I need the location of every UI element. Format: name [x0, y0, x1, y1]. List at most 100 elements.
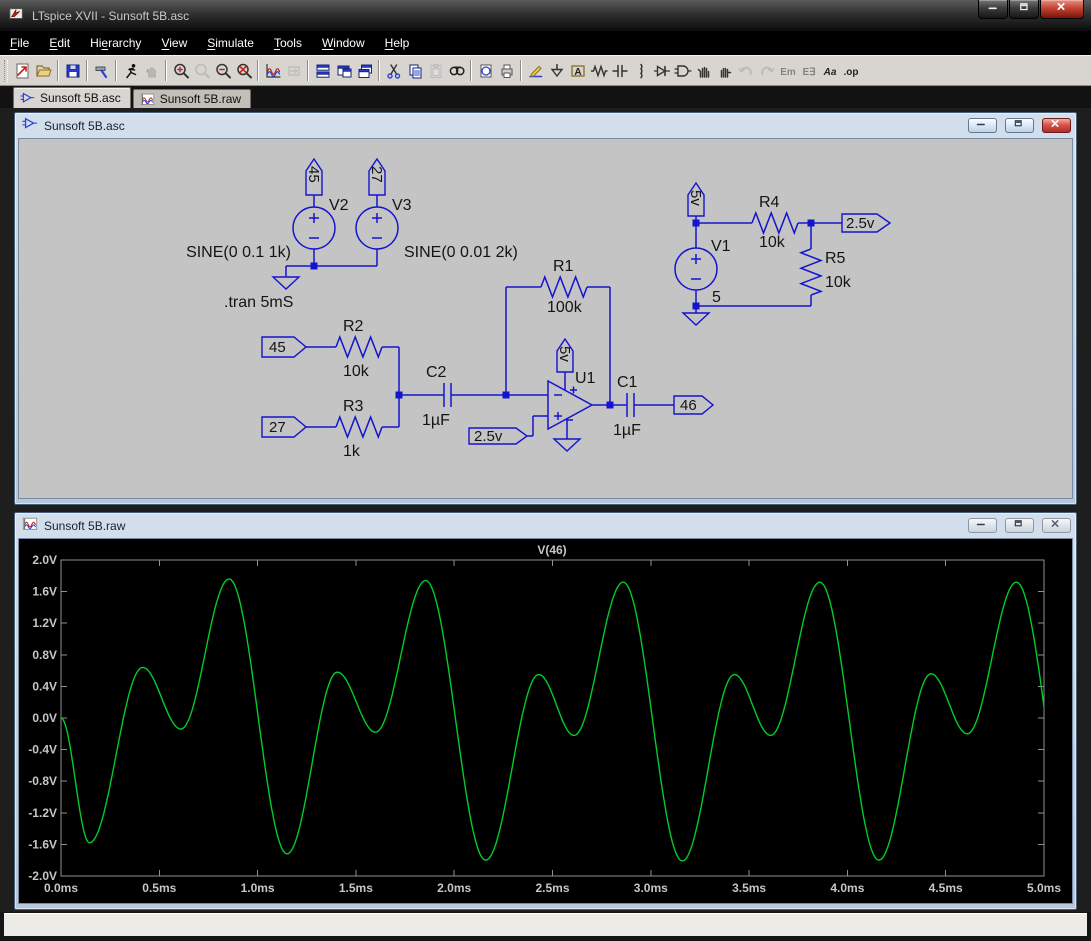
net-flag-label[interactable]: 27: [269, 419, 286, 436]
menu-item-tools[interactable]: Tools: [264, 32, 312, 54]
spice-directive-button[interactable]: .op: [840, 59, 861, 82]
voltage-source-v2[interactable]: 45 V2 SINE(0 0.1 1k): [186, 159, 349, 266]
cascade-button[interactable]: [354, 59, 375, 82]
print-button[interactable]: [496, 59, 517, 82]
menu-item-simulate[interactable]: Simulate: [197, 32, 264, 54]
spice-directive-text[interactable]: .tran 5mS: [224, 294, 293, 311]
capacitor-c1[interactable]: C1 1µF: [592, 374, 674, 439]
component-value[interactable]: 10k: [343, 363, 370, 380]
component-button[interactable]: [672, 59, 693, 82]
tile-horizontal-button[interactable]: [312, 59, 333, 82]
schematic-canvas[interactable]: 45 V2 SINE(0 0.1 1k) 27 V3: [18, 138, 1073, 499]
waveform-plot-area[interactable]: V(46) 2.0V1.6V1.2V0.8V0.4V0.0V-0.4V-0.8V…: [18, 538, 1073, 904]
net-flag-label[interactable]: 46: [680, 397, 697, 414]
cut-button[interactable]: [383, 59, 404, 82]
component-value[interactable]: 10k: [759, 234, 786, 251]
restore-button[interactable]: [1009, 0, 1039, 19]
copy-bitmap-button[interactable]: [475, 59, 496, 82]
opamp-triangle[interactable]: [548, 381, 592, 429]
component-value[interactable]: 100k: [547, 299, 583, 316]
component-value[interactable]: 1µF: [422, 412, 450, 429]
net-flag-label[interactable]: 5v: [556, 346, 573, 362]
toolbar-drag-handle[interactable]: [4, 60, 8, 82]
menu-item-help[interactable]: Help: [375, 32, 420, 54]
resistor-body[interactable]: [541, 277, 587, 297]
schematic-restore-button[interactable]: [1005, 118, 1034, 133]
component-name[interactable]: R5: [825, 250, 846, 267]
component-name[interactable]: C2: [426, 364, 447, 381]
component-name[interactable]: V3: [392, 197, 412, 214]
net-flag-label[interactable]: 5v: [687, 190, 704, 206]
component-name[interactable]: C1: [617, 374, 638, 391]
resistor-body[interactable]: [752, 213, 798, 233]
component-value[interactable]: 1k: [343, 443, 361, 460]
component-name[interactable]: U1: [575, 370, 596, 387]
menu-item-view[interactable]: View: [151, 32, 197, 54]
voltage-source-v1[interactable]: 5v V1 5: [675, 183, 731, 306]
autorange-button[interactable]: [262, 59, 283, 82]
component-name[interactable]: R2: [343, 318, 364, 335]
close-button[interactable]: [1040, 0, 1084, 19]
zoom-out-button[interactable]: [212, 59, 233, 82]
label-net-button[interactable]: A: [567, 59, 588, 82]
resistor-body[interactable]: [336, 417, 382, 437]
tile-vertical-button[interactable]: [333, 59, 354, 82]
capacitor-plates[interactable]: [627, 393, 634, 417]
component-name[interactable]: R1: [553, 258, 574, 275]
menu-item-edit[interactable]: Edit: [39, 32, 80, 54]
net-flag-label[interactable]: 2.5v: [846, 215, 875, 232]
capacitor-button[interactable]: [609, 59, 630, 82]
diode-button[interactable]: [651, 59, 672, 82]
waveform-restore-button[interactable]: [1005, 518, 1034, 533]
menu-item-hierarchy[interactable]: Hierarchy: [80, 32, 151, 54]
resistor-body[interactable]: [801, 249, 821, 295]
copy-button[interactable]: [404, 59, 425, 82]
move-button[interactable]: [693, 59, 714, 82]
wire-button[interactable]: [525, 59, 546, 82]
zoom-full-extents-button[interactable]: [233, 59, 254, 82]
component-value[interactable]: 10k: [825, 274, 852, 291]
net-flag-label[interactable]: 45: [269, 339, 286, 356]
ground-symbol[interactable]: [554, 439, 580, 451]
run-button[interactable]: [120, 59, 141, 82]
schematic-minimize-button[interactable]: [968, 118, 997, 133]
component-name[interactable]: V2: [329, 197, 349, 214]
zoom-area-button[interactable]: [170, 59, 191, 82]
component-name[interactable]: V1: [711, 238, 731, 255]
tab-sunsoft-5b.raw[interactable]: Sunsoft 5B.raw: [133, 89, 251, 108]
save-button[interactable]: [62, 59, 83, 82]
find-button[interactable]: [446, 59, 467, 82]
net-flag-label[interactable]: 45: [305, 166, 322, 183]
menu-item-window[interactable]: Window: [312, 32, 375, 54]
inductor-button[interactable]: [630, 59, 651, 82]
component-name[interactable]: R4: [759, 194, 780, 211]
ground-symbol[interactable]: [683, 313, 709, 325]
waveform-minimize-button[interactable]: [968, 518, 997, 533]
net-flag-label[interactable]: 27: [368, 166, 385, 183]
component-value[interactable]: SINE(0 0.01 2k): [404, 244, 518, 261]
component-value[interactable]: SINE(0 0.1 1k): [186, 244, 291, 261]
open-button[interactable]: [33, 59, 54, 82]
resistor-r2[interactable]: 45 R2 10k: [262, 318, 399, 380]
waveform-titlebar[interactable]: Sunsoft 5B.raw: [15, 513, 1076, 538]
drag-button[interactable]: [714, 59, 735, 82]
text-button[interactable]: Aa: [819, 59, 840, 82]
schematic-titlebar[interactable]: Sunsoft 5B.asc: [15, 113, 1076, 138]
resistor-body[interactable]: [336, 337, 382, 357]
component-value[interactable]: 1µF: [613, 422, 641, 439]
net-flag-label[interactable]: 2.5v: [474, 428, 503, 445]
resistor-r3[interactable]: 27 R3 1k: [262, 347, 399, 460]
menu-item-file[interactable]: File: [0, 32, 39, 54]
ground-symbol[interactable]: [273, 277, 299, 289]
ground-button[interactable]: [546, 59, 567, 82]
capacitor-c2[interactable]: C2 1µF: [399, 364, 548, 429]
tab-sunsoft-5b.asc[interactable]: Sunsoft 5B.asc: [13, 87, 131, 108]
new-schematic-button[interactable]: [12, 59, 33, 82]
main-titlebar[interactable]: LTspice XVII - Sunsoft 5B.asc: [0, 0, 1091, 31]
resistor-button[interactable]: [588, 59, 609, 82]
minimize-button[interactable]: [978, 0, 1008, 19]
component-name[interactable]: R3: [343, 398, 364, 415]
waveform-close-button[interactable]: [1042, 518, 1071, 533]
component-value[interactable]: 5: [712, 289, 721, 306]
control-panel-button[interactable]: [91, 59, 112, 82]
